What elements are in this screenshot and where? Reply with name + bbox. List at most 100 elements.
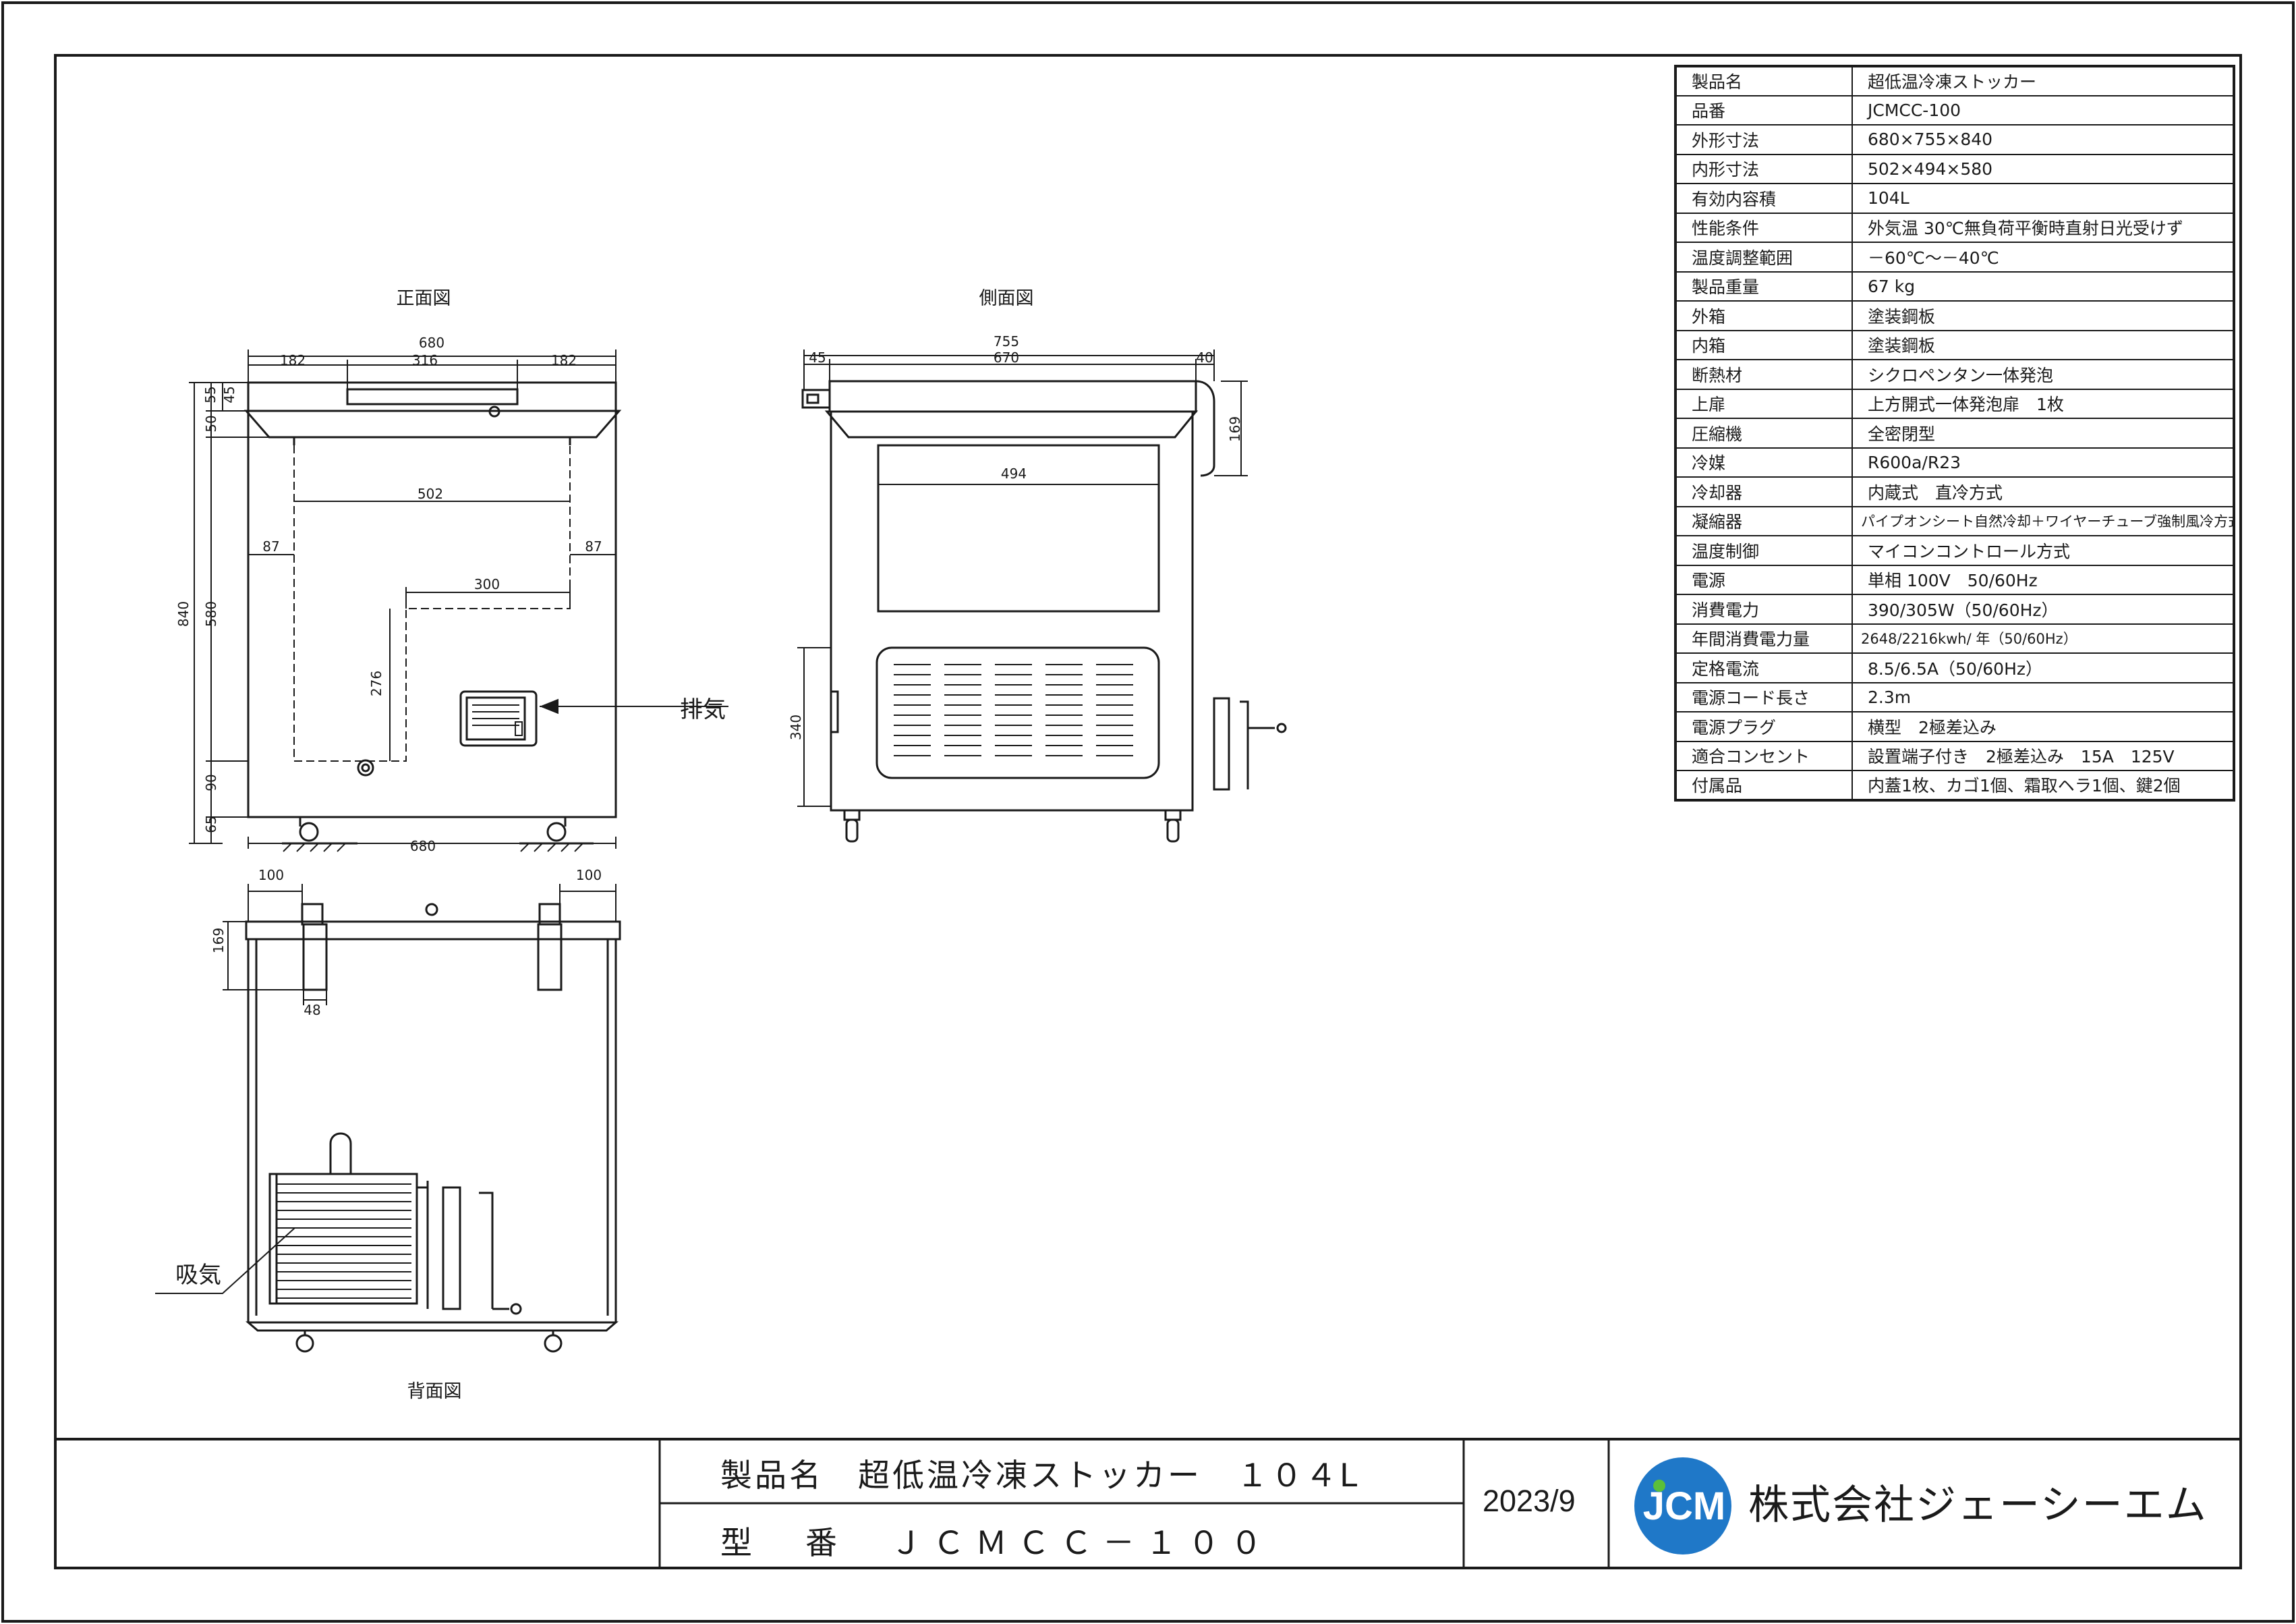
spec-row: 内箱塗装鋼板 bbox=[1675, 329, 2235, 360]
dim-side-right: 40 bbox=[1196, 349, 1213, 366]
spec-value: 横型 2極差込み bbox=[1852, 711, 2235, 742]
side-view-title: 側面図 bbox=[979, 288, 1034, 309]
spec-value: シクロペンタン一体発泡 bbox=[1852, 359, 2235, 390]
dim-step-height: 276 bbox=[368, 670, 384, 697]
spec-value: 502×494×580 bbox=[1852, 153, 2235, 184]
spec-value: R600a/R23 bbox=[1852, 447, 2235, 478]
side-grille-louvers bbox=[894, 664, 1133, 756]
dim-left-gap: 87 bbox=[262, 538, 280, 555]
spec-row: 断熱材シクロペンタン一体発泡 bbox=[1675, 359, 2235, 390]
drawing-frame bbox=[54, 54, 2242, 1569]
dim-back-right-100: 100 bbox=[575, 867, 602, 883]
spec-label: 適合コンセント bbox=[1675, 740, 1853, 771]
dim-bottom-width: 680 bbox=[409, 838, 436, 854]
spec-label: 冷媒 bbox=[1675, 447, 1853, 478]
dim-grille-height: 340 bbox=[788, 714, 804, 741]
dim-v-65: 65 bbox=[203, 816, 219, 833]
spec-row: 電源プラグ横型 2極差込み bbox=[1675, 711, 2235, 742]
spec-row: 冷却器内蔵式 直冷方式 bbox=[1675, 476, 2235, 507]
dim-back-left-100: 100 bbox=[258, 867, 285, 883]
spec-value: 全密閉型 bbox=[1852, 418, 2235, 449]
title-product-name: 製品名 超低温冷凍ストッカー １０４L bbox=[720, 1457, 1360, 1494]
back-view bbox=[155, 903, 621, 1353]
spec-value: 2.3m bbox=[1852, 681, 2235, 712]
spec-value: JCMCC-100 bbox=[1852, 94, 2235, 125]
dim-inner-height: 580 bbox=[203, 600, 219, 627]
dim-right-gap: 87 bbox=[585, 538, 602, 555]
spec-value: 単相 100V 50/60Hz bbox=[1852, 564, 2235, 595]
spec-row: 圧縮機全密閉型 bbox=[1675, 418, 2235, 449]
spec-row: 電源単相 100V 50/60Hz bbox=[1675, 564, 2235, 595]
spec-label: 外箱 bbox=[1675, 300, 1853, 331]
spec-label: 有効内容積 bbox=[1675, 183, 1853, 214]
spec-value: 塗装鋼板 bbox=[1852, 329, 2235, 360]
spec-row: 付属品内蓋1枚、カゴ1個、霜取ヘラ1個、鍵2個 bbox=[1675, 770, 2235, 801]
dim-front-right: 182 bbox=[550, 352, 577, 368]
spec-row: 温度制御マイコンコントロール方式 bbox=[1675, 535, 2235, 566]
dim-v-90: 90 bbox=[203, 774, 219, 791]
spec-row: 凝縮器パイプオンシート自然冷却＋ワイヤーチューブ強制風冷方式 bbox=[1675, 505, 2235, 536]
spec-label: 圧縮機 bbox=[1675, 418, 1853, 449]
spec-label: 性能条件 bbox=[1675, 212, 1853, 243]
spec-label: 温度調整範囲 bbox=[1675, 242, 1853, 273]
spec-row: 外箱塗装鋼板 bbox=[1675, 300, 2235, 331]
logo-text: JCM bbox=[1643, 1484, 1725, 1528]
dim-side-mid: 670 bbox=[993, 349, 1020, 366]
side-view bbox=[801, 380, 1287, 843]
spec-value: 超低温冷凍ストッカー bbox=[1852, 65, 2235, 96]
logo-green-dot bbox=[1653, 1480, 1665, 1492]
spec-label: 定格電流 bbox=[1675, 652, 1853, 683]
spec-row: 上扉上方開式一体発泡扉 1枚 bbox=[1675, 388, 2235, 419]
spec-value: 内蔵式 直冷方式 bbox=[1852, 476, 2235, 507]
dim-side-lid-height: 169 bbox=[1227, 416, 1243, 443]
dim-lid-45: 45 bbox=[221, 386, 237, 403]
title-company-name: 株式会社ジェーシーエム bbox=[1748, 1482, 2208, 1529]
spec-label: 冷却器 bbox=[1675, 476, 1853, 507]
dim-side-left: 45 bbox=[809, 349, 826, 366]
spec-label: 年間消費電力量 bbox=[1675, 623, 1853, 654]
title-model-number: 型 番 ＪＣＭＣＣ－１００ bbox=[720, 1525, 1273, 1562]
spec-label: 製品重量 bbox=[1675, 271, 1853, 302]
spec-label: 品番 bbox=[1675, 94, 1853, 125]
dim-front-left: 182 bbox=[279, 352, 306, 368]
spec-value: 塗装鋼板 bbox=[1852, 300, 2235, 331]
spec-label: 電源 bbox=[1675, 564, 1853, 595]
spec-label: 凝縮器 bbox=[1675, 505, 1853, 536]
spec-row: 性能条件外気温 30℃無負荷平衡時直射日光受けず bbox=[1675, 212, 2235, 243]
dim-step-width: 300 bbox=[473, 576, 500, 592]
spec-label: 内箱 bbox=[1675, 329, 1853, 360]
spec-value: －60℃～－40℃ bbox=[1852, 242, 2235, 273]
dim-back-hinge-169: 169 bbox=[210, 927, 227, 954]
spec-value: 390/305W（50/60Hz） bbox=[1852, 594, 2235, 625]
spec-value: 104L bbox=[1852, 183, 2235, 214]
spec-value: マイコンコントロール方式 bbox=[1852, 535, 2235, 566]
title-date: 2023/9 bbox=[1483, 1484, 1576, 1518]
front-view bbox=[243, 381, 622, 852]
spec-label: 製品名 bbox=[1675, 65, 1853, 96]
spec-label: 温度制御 bbox=[1675, 535, 1853, 566]
spec-value: 8.5/6.5A（50/60Hz） bbox=[1852, 652, 2235, 683]
spec-value: 2648/2216kwh/ 年（50/60Hz） bbox=[1852, 623, 2235, 654]
spec-label: 消費電力 bbox=[1675, 594, 1853, 625]
intake-callout: 吸気 bbox=[175, 1262, 221, 1289]
spec-label: 上扉 bbox=[1675, 388, 1853, 419]
dim-front-mid: 316 bbox=[411, 352, 438, 368]
spec-label: 断熱材 bbox=[1675, 359, 1853, 390]
dim-overall-height: 840 bbox=[175, 600, 192, 627]
front-view-title: 正面図 bbox=[396, 288, 451, 309]
spec-value: パイプオンシート自然冷却＋ワイヤーチューブ強制風冷方式 bbox=[1852, 505, 2235, 536]
back-view-title: 背面図 bbox=[407, 1381, 462, 1402]
spec-value: 680×755×840 bbox=[1852, 124, 2235, 155]
dim-front-overall-width: 680 bbox=[418, 335, 445, 351]
dim-side-overall-depth: 755 bbox=[993, 333, 1020, 349]
